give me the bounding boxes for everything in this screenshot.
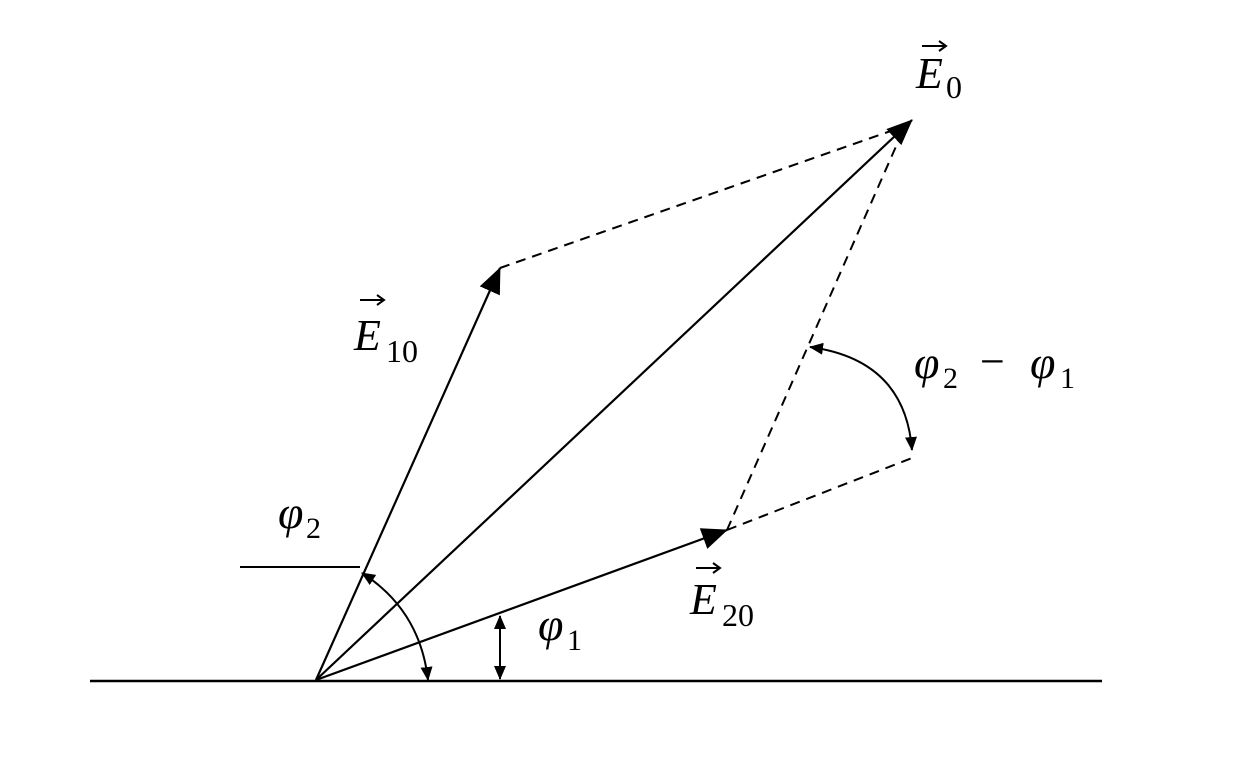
- dashed-right-edge: [726, 125, 906, 531]
- label-phi1-subscript: 1: [567, 624, 582, 657]
- dashed-top-edge: [499, 125, 906, 269]
- label-phase-diff-left-subscript: 2: [943, 362, 958, 395]
- label-phi2-symbol: φ: [278, 487, 303, 538]
- phi2-arc: [361, 572, 433, 681]
- label-E20: E 20: [689, 562, 754, 633]
- label-phase-diff-right-symbol: φ: [1030, 337, 1055, 388]
- phase-difference-arc: [809, 342, 917, 451]
- label-phase-difference: φ 2 − φ 1: [914, 337, 1075, 395]
- label-E0-subscript: 0: [946, 69, 962, 105]
- label-E10-symbol: E: [353, 311, 381, 360]
- label-E0: E 0: [915, 40, 962, 105]
- vector-E0: [315, 119, 913, 681]
- vector-E10: [314, 267, 502, 681]
- label-phi2: φ 2: [278, 487, 321, 545]
- label-E20-subscript: 20: [722, 597, 754, 633]
- label-phase-diff-right-subscript: 1: [1060, 362, 1075, 395]
- label-E0-symbol: E: [915, 49, 943, 98]
- label-phi1-symbol: φ: [538, 599, 563, 650]
- vector-E20: [315, 528, 728, 682]
- label-phase-diff-left-symbol: φ: [914, 337, 939, 388]
- label-phase-diff-operator: −: [980, 337, 1005, 386]
- label-phi1: φ 1: [538, 599, 582, 657]
- label-E10-subscript: 10: [386, 333, 418, 369]
- label-E10: E 10: [353, 294, 418, 369]
- label-E20-symbol: E: [689, 575, 717, 624]
- label-phi2-subscript: 2: [306, 512, 321, 545]
- dashed-E20-extension: [726, 457, 913, 531]
